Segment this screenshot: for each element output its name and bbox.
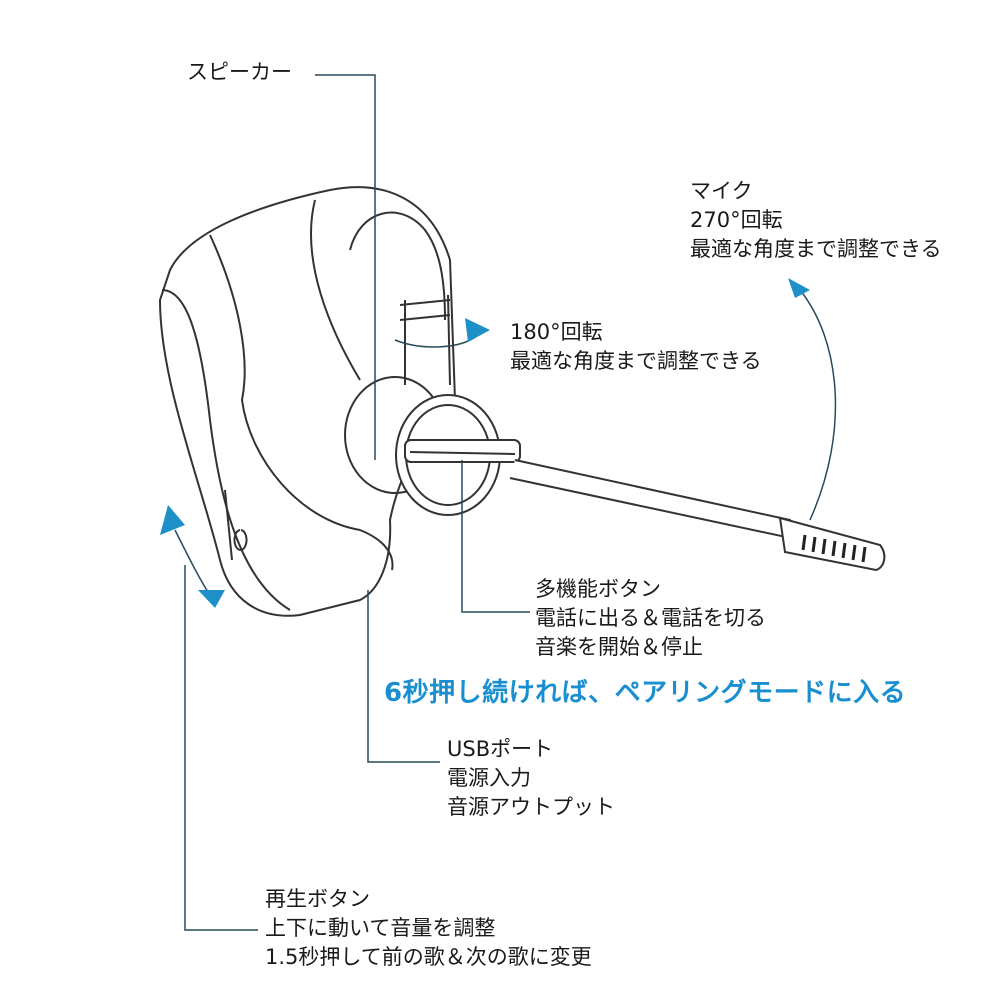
play-button-label: 再生ボタン 上下に動いて音量を調整 1.5秒押して前の歌＆次の歌に変更 xyxy=(265,885,592,972)
mic-head xyxy=(778,516,886,572)
usb-title: USBポート xyxy=(447,737,554,761)
mic-rotation: 270°回転 xyxy=(690,208,783,232)
rotate-desc: 最適な角度まで調整できる xyxy=(510,349,762,373)
mic-desc: 最適な角度まで調整できる xyxy=(690,237,942,261)
leader-lines xyxy=(184,74,530,931)
boom-mic xyxy=(509,459,802,542)
rotation-arrow-heads xyxy=(160,278,810,608)
rotate-label: 180°回転 最適な角度まで調整できる xyxy=(510,318,762,376)
mic-label: マイク 270°回転 最適な角度まで調整できる xyxy=(690,177,942,264)
volume-down-arrow-icon xyxy=(198,590,225,608)
play-button-track: 1.5秒押して前の歌＆次の歌に変更 xyxy=(265,945,592,969)
headset-body xyxy=(158,186,457,617)
usb-power: 電源入力 xyxy=(447,766,531,790)
volume-up-arrow-icon xyxy=(160,505,185,535)
multi-button-call: 電話に出る＆電話を切る xyxy=(535,606,766,630)
speaker-label: スピーカー xyxy=(187,60,292,84)
cup-rotate-arrow-icon xyxy=(465,318,490,342)
rotate-title: 180°回転 xyxy=(510,320,603,344)
play-button-title: 再生ボタン xyxy=(265,887,370,911)
usb-label: USBポート 電源入力 音源アウトプット xyxy=(447,735,615,822)
play-button-volume: 上下に動いて音量を調整 xyxy=(265,916,496,940)
mic-title: マイク xyxy=(690,179,753,203)
multi-button-title: 多機能ボタン xyxy=(535,577,661,601)
multi-button-music: 音楽を開始＆停止 xyxy=(535,635,703,659)
mic-rotate-arrow-icon xyxy=(788,278,810,298)
multi-function-button xyxy=(404,439,521,463)
usb-audio: 音源アウトプット xyxy=(447,795,615,819)
multi-button-label: 多機能ボタン 電話に出る＆電話を切る 音楽を開始＆停止 xyxy=(535,575,766,662)
pairing-note: 6秒押し続ければ、ペアリングモードに入る xyxy=(384,678,907,708)
